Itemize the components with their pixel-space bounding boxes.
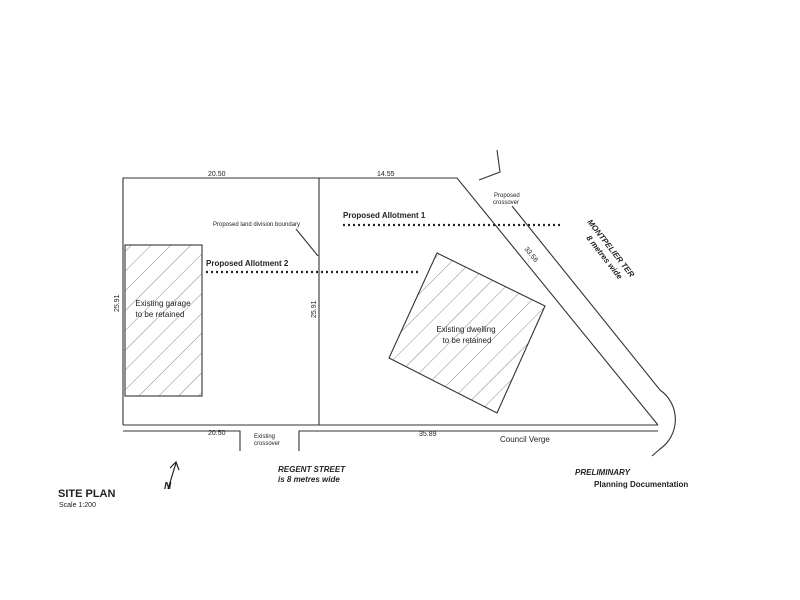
garage-label-line1: Existing garage — [135, 299, 191, 308]
page-title: SITE PLAN — [58, 488, 116, 500]
existing-crossover-line1: Existing — [254, 434, 275, 440]
regent-street-label-line1: REGENT STREET — [278, 465, 346, 474]
north-label: N — [164, 481, 172, 492]
council-verge-label: Council Verge — [500, 435, 550, 444]
dwelling-label-line1: Existing dwelling — [436, 325, 495, 334]
garage-label-line2: to be retained — [136, 310, 185, 319]
allotment-1-label: Proposed Allotment 1 — [343, 211, 426, 220]
regent-street-label-line2: is 8 metres wide — [278, 475, 340, 484]
north-arrow-icon — [167, 460, 180, 490]
property-boundary — [122, 177, 659, 426]
existing-dwelling — [388, 252, 546, 414]
existing-garage — [124, 244, 203, 397]
dwelling-label-line2: to be retained — [443, 336, 492, 345]
dimension-bottom-right: 35.89 — [419, 431, 437, 438]
dimension-top-left: 20.50 — [208, 171, 226, 178]
proposed-crossover-line2: crossover — [493, 200, 519, 206]
dimension-bottom-left: 20.50 — [208, 430, 226, 437]
allotment-2-label: Proposed Allotment 2 — [206, 259, 289, 268]
scale-label: Scale 1:200 — [59, 502, 96, 509]
dimension-left-side: 25.91 — [114, 294, 121, 312]
proposed-crossover-line1: Proposed — [494, 193, 520, 199]
status-badge: PRELIMINARY — [575, 468, 631, 477]
dimension-top-right: 14.55 — [377, 171, 395, 178]
boundary-leader-line — [295, 228, 319, 257]
road-edges — [123, 149, 676, 457]
dimension-middle: 25.91 — [311, 300, 318, 318]
proposed-boundary-label: Proposed land division boundary — [213, 222, 300, 228]
planning-subtitle: Planning Documentation — [594, 480, 688, 489]
existing-crossover-line2: crossover — [254, 441, 280, 447]
